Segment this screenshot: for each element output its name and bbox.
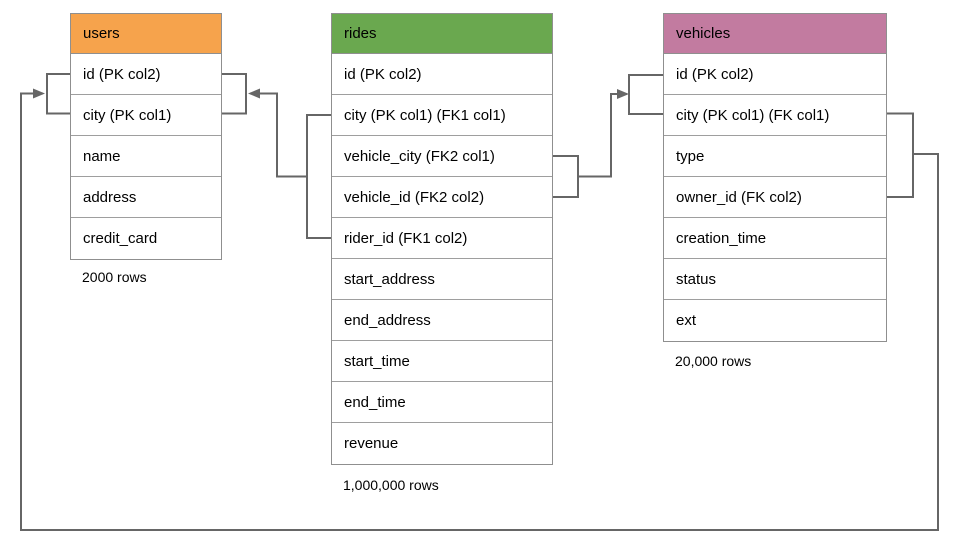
table-row: type [664,136,886,177]
table-row: id (PK col2) [664,54,886,95]
table-row: id (PK col2) [332,54,552,95]
table-row: vehicle_id (FK2 col2) [332,177,552,218]
table-row: name [71,136,221,177]
table-rides-header: rides [332,14,552,54]
connector-rides-users [222,73,331,239]
vehicles-row-count: 20,000 rows [675,353,752,369]
table-row: credit_card [71,218,221,259]
table-row: end_time [332,382,552,423]
table-row: rider_id (FK1 col2) [332,218,552,259]
table-row: city (PK col1) (FK col1) [664,95,886,136]
table-row: address [71,177,221,218]
table-row: ext [664,300,886,341]
table-row: vehicle_city (FK2 col1) [332,136,552,177]
table-users: users id (PK col2) city (PK col1) name a… [70,13,222,260]
table-row: owner_id (FK col2) [664,177,886,218]
table-row: revenue [332,423,552,464]
table-row: city (PK col1) [71,95,221,136]
table-vehicles: vehicles id (PK col2) city (PK col1) (FK… [663,13,887,342]
table-row: creation_time [664,218,886,259]
table-row: start_time [332,341,552,382]
table-row: end_address [332,300,552,341]
table-row: city (PK col1) (FK1 col1) [332,95,552,136]
table-vehicles-header: vehicles [664,14,886,54]
connector-rides-vehicles [553,74,663,198]
table-row: id (PK col2) [71,54,221,95]
rides-row-count: 1,000,000 rows [343,477,439,493]
table-users-header: users [71,14,221,54]
table-row: start_address [332,259,552,300]
users-row-count: 2000 rows [82,269,147,285]
table-row: status [664,259,886,300]
table-rides: rides id (PK col2) city (PK col1) (FK1 c… [331,13,553,465]
